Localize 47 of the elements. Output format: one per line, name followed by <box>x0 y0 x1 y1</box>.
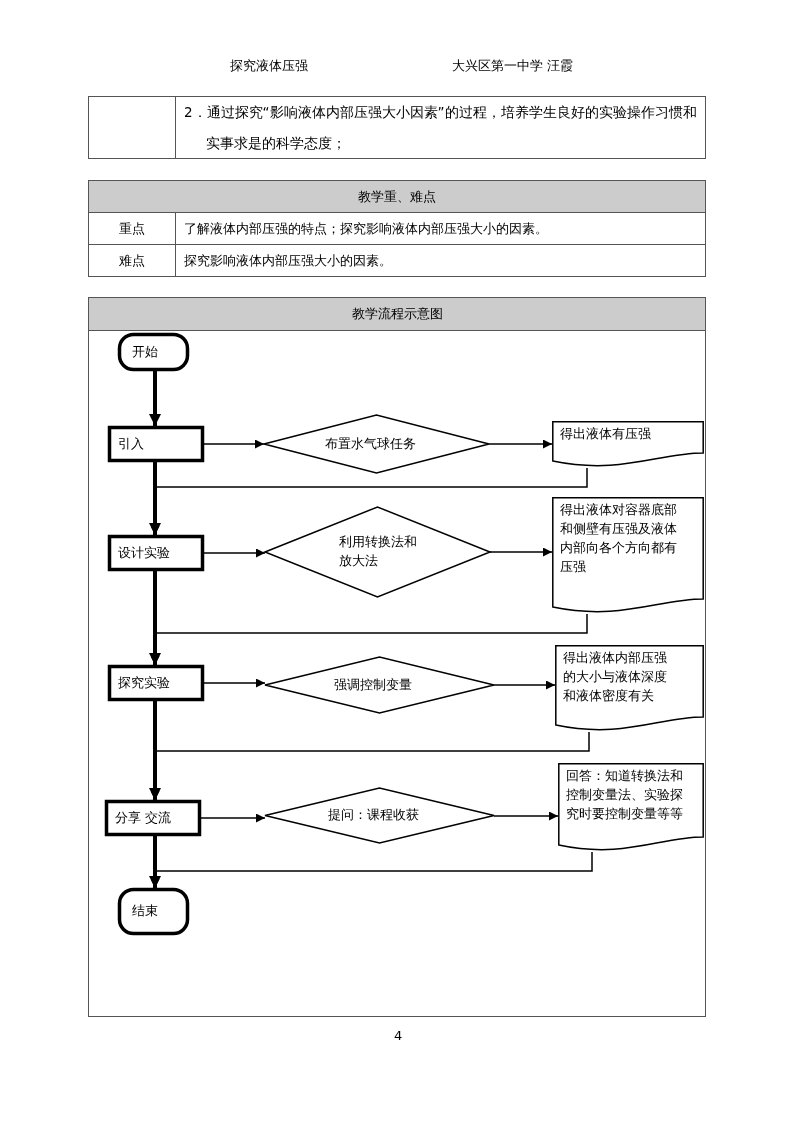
table-text: 2．通过探究“影响液体内部压强大小因素”的过程，培养学生良好的实验操作习惯和实事求是的科学态度； <box>184 102 697 153</box>
arrow <box>493 680 556 690</box>
decision-diamond <box>265 657 494 713</box>
table-text: 探究影响液体内部压强大小的因素。 <box>184 251 392 270</box>
node-label: 强调控制变量 <box>334 675 413 694</box>
arrow <box>149 836 161 888</box>
node-label: 提问：课程收获 <box>327 806 420 825</box>
node-label: 分享 交流 <box>115 808 172 827</box>
node-label: 探究实验 <box>118 673 170 692</box>
node-label: 引入 <box>118 434 144 453</box>
arrow <box>493 811 559 821</box>
header-text: 大兴区第一中学 汪霞 <box>452 58 574 75</box>
node-label: 得出液体有压强 <box>560 425 652 443</box>
terminal-shape <box>118 888 189 935</box>
node-label: 得出液体对容器底部和侧壁有压强及液体内部向各个方向都有压强 <box>560 501 677 576</box>
arrow <box>203 548 266 558</box>
arrow <box>149 701 161 800</box>
arrow <box>203 439 265 449</box>
node-label: 开始 <box>132 342 158 361</box>
node-label: 设计实验 <box>118 543 170 562</box>
node-label: 回答：知道转换法和控制变量法、实验探究时要控制变量等等 <box>566 767 683 823</box>
table-text: 重点 <box>119 219 145 238</box>
header-text: 探究液体压强 <box>230 58 308 75</box>
decision-diamond <box>264 415 489 473</box>
process-box <box>105 800 201 836</box>
table-header: 教学重、难点 <box>358 187 436 206</box>
arrow <box>489 547 553 557</box>
decision-diamond <box>265 507 490 597</box>
arrow <box>488 439 553 449</box>
arrow <box>149 371 161 426</box>
node-label: 布置水气球任务 <box>324 434 417 453</box>
terminal-shape <box>118 333 189 371</box>
page-number: 4 <box>394 1028 403 1045</box>
arrow <box>149 462 161 535</box>
arrow <box>149 571 161 665</box>
process-box <box>108 535 204 571</box>
table-text: 难点 <box>119 251 145 270</box>
decision-diamond <box>265 788 494 843</box>
table-text: 了解液体内部压强的特点；探究影响液体内部压强大小的因素。 <box>184 219 548 238</box>
node-label: 结束 <box>132 902 158 921</box>
panel-title: 教学流程示意图 <box>351 305 443 323</box>
process-box <box>108 665 204 701</box>
process-box <box>108 426 204 462</box>
node-label: 得出液体内部压强的大小与液体深度和液体密度有关 <box>563 649 667 705</box>
arrow <box>200 813 266 823</box>
node-label: 利用转换法和放大法 <box>338 533 417 570</box>
arrow <box>203 678 266 688</box>
